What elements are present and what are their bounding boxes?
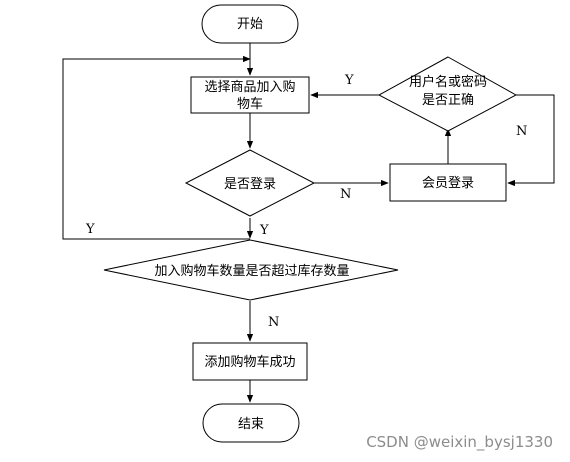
- end-terminator: [202, 403, 300, 443]
- credentials-line1: 用户名或密码: [409, 74, 487, 90]
- stock-check-decision: [103, 239, 399, 301]
- start-label: 开始: [237, 17, 263, 32]
- edge-label-cred-member: N: [516, 124, 527, 139]
- add-success-label: 添加购物车成功: [204, 354, 295, 370]
- edge-label-login-stock: Y: [259, 223, 269, 238]
- edge-stock-select: [62, 55, 251, 240]
- member-login-label: 会员登录: [422, 176, 474, 191]
- stock-check-label: 加入购物车数量是否超过库存数量: [154, 263, 349, 279]
- credentials-line2: 是否正确: [422, 93, 474, 108]
- edge-label-stock-success: N: [268, 315, 279, 330]
- select-product-line1: 选择商品加入购: [204, 79, 295, 95]
- add-success-box: [192, 342, 308, 381]
- credentials-decision: [377, 56, 518, 132]
- end-label: 结束: [238, 417, 264, 432]
- watermark-text: CSDN @weixin_bysj1330: [366, 433, 553, 452]
- connectors: [62, 43, 555, 403]
- select-product-line2: 物车: [237, 96, 263, 112]
- edge-credentials-member: [507, 94, 555, 187]
- login-check-label: 是否登录: [224, 177, 276, 192]
- login-check-decision: [184, 149, 316, 217]
- edge-label-stock-select: Y: [85, 222, 95, 237]
- edge-label-login-member: N: [340, 187, 351, 202]
- member-login-box: [389, 163, 507, 202]
- start-terminator: [201, 4, 299, 44]
- edge-label-cred-select: Y: [344, 73, 354, 88]
- select-product-box: [190, 76, 310, 114]
